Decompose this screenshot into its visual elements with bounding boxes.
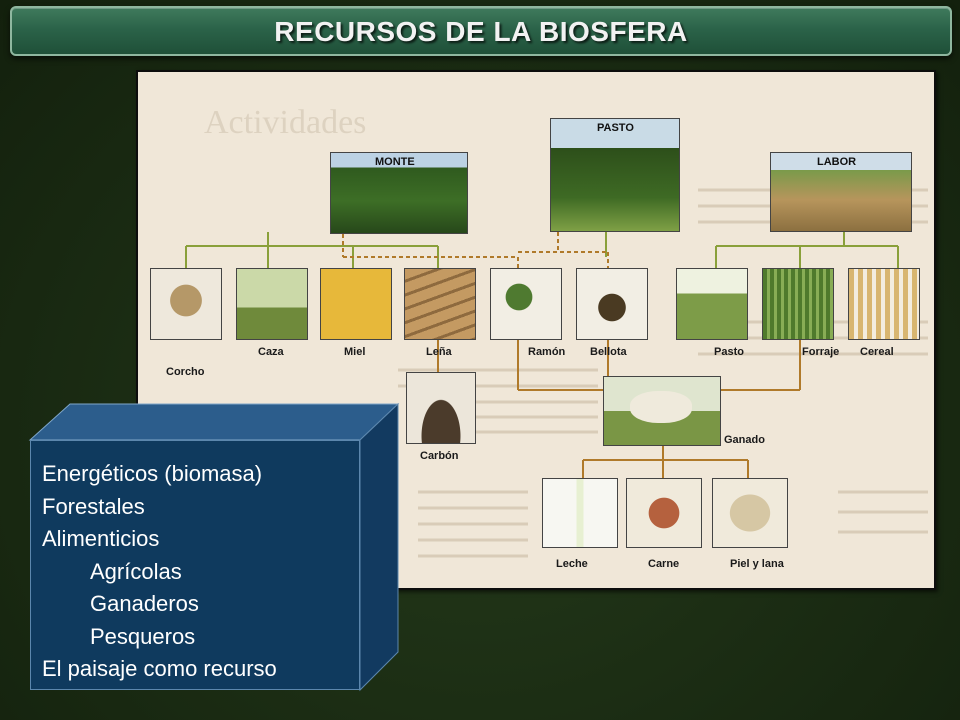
pasto-label: PASTO xyxy=(597,122,634,134)
category-agricolas: Agrícolas xyxy=(90,558,182,584)
pasto-photo: PASTO xyxy=(550,118,680,232)
ganado-photo xyxy=(603,376,721,446)
carne-label: Carne xyxy=(648,558,680,570)
category-energeticos: Energéticos (biomasa) xyxy=(42,461,263,486)
forraje-label: Forraje xyxy=(802,346,840,358)
category-forestales: Forestales xyxy=(42,493,145,519)
corcho-photo xyxy=(150,268,222,340)
ramon-photo xyxy=(490,268,562,340)
miel-photo xyxy=(320,268,392,340)
slide-title: RECURSOS DE LA BIOSFERA xyxy=(274,16,688,47)
pasto-resource-label: Pasto xyxy=(714,346,744,358)
monte-photo: MONTE xyxy=(330,152,468,234)
leche-photo xyxy=(542,478,618,548)
carne-photo xyxy=(626,478,702,548)
carbon-photo xyxy=(406,372,476,444)
bellota-label: Bellota xyxy=(590,346,627,358)
lena-photo xyxy=(404,268,476,340)
leche-label: Leche xyxy=(556,558,588,570)
category-paisaje: El paisaje como recurso xyxy=(42,656,277,681)
miel-label: Miel xyxy=(344,346,366,358)
ramon-label: Ramón xyxy=(528,346,566,358)
category-box xyxy=(30,440,360,690)
ganado-label: Ganado xyxy=(724,434,765,446)
cereal-photo xyxy=(848,268,920,340)
corcho-label: Corcho xyxy=(166,366,205,378)
category-ganaderos: Ganaderos xyxy=(90,591,199,616)
caza-photo xyxy=(236,268,308,340)
piel-label: Piel y lana xyxy=(730,558,784,570)
sheep-shape xyxy=(630,391,692,423)
labor-label: LABOR xyxy=(817,156,857,168)
forraje-photo xyxy=(762,268,834,340)
title-banner: RECURSOS DE LA BIOSFERA xyxy=(10,6,952,56)
labor-photo: LABOR xyxy=(770,152,912,232)
carbon-label: Carbón xyxy=(420,450,459,462)
category-list: Energéticos (biomasa) Forestales Aliment… xyxy=(42,458,277,686)
bellota-photo xyxy=(576,268,648,340)
caza-label: Caza xyxy=(258,346,284,358)
monte-label: MONTE xyxy=(375,156,415,168)
category-pesqueros: Pesqueros xyxy=(90,623,196,649)
pasto-resource-photo xyxy=(676,268,748,340)
cereal-label: Cereal xyxy=(860,346,894,358)
category-alimenticios: Alimenticios xyxy=(42,526,160,551)
lena-label: Leña xyxy=(426,346,452,358)
piel-photo xyxy=(712,478,788,548)
background-heading: Actividades xyxy=(204,104,367,141)
